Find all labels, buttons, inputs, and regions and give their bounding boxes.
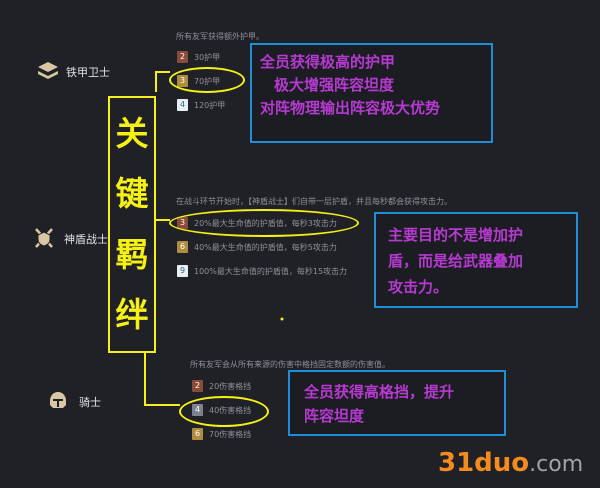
note-line: 盾，而是给武器叠加 <box>388 252 524 270</box>
tier-row: 6 40%最大生命值的护盾值，每秒5攻击力 <box>177 240 337 254</box>
crossed-swords-shield-icon <box>35 228 53 248</box>
watermark-main: 31duo <box>438 448 530 478</box>
label-char: 键 <box>115 174 149 214</box>
trait-description-shield: 在战斗环节开始时，【神盾战士】们自带一层护盾，并且每秒都会获得攻击力。 <box>176 197 452 206</box>
note-line: 对阵物理输出阵容极大优势 <box>260 99 441 117</box>
note-knight: 全员获得高格挡，提升 阵容坦度 <box>288 370 506 436</box>
tier-row: 2 20伤害格挡 <box>192 379 251 393</box>
tier-text: 100%最大生命值的护盾值，每秒15攻击力 <box>194 266 348 276</box>
note-shield: 主要目的不是增加护 盾，而是给武器叠加 攻击力。 <box>374 212 578 308</box>
tier-text: 40%最大生命值的护盾值，每秒5攻击力 <box>194 242 337 252</box>
note-line: 攻击力。 <box>388 278 449 296</box>
tier-badge: 9 <box>177 265 188 277</box>
note-line: 极大增强阵容坦度 <box>274 76 395 94</box>
trait-name-armor: 铁甲卫士 <box>66 66 110 79</box>
tier-badge: 2 <box>192 380 203 392</box>
note-line: 全员获得极高的护甲 <box>260 53 396 71</box>
armor-icon <box>38 62 58 79</box>
highlight-oval-knight <box>179 396 269 427</box>
note-line: 阵容坦度 <box>304 407 365 425</box>
trait-name-shield: 神盾战士 <box>64 233 108 246</box>
trait-description-armor: 所有友军获得额外护甲。 <box>176 32 264 41</box>
key-trait-label: 关 键 羁 绊 <box>108 96 156 353</box>
knight-helmet-icon <box>50 392 66 408</box>
tier-badge: 2 <box>177 51 188 63</box>
label-char: 羁 <box>115 234 149 274</box>
note-line: 全员获得高格挡，提升 <box>304 383 455 401</box>
highlight-oval-shield <box>169 209 359 237</box>
tier-badge: 4 <box>177 99 188 111</box>
tier-badge: 6 <box>192 428 203 440</box>
watermark-logo: 31duo.com <box>438 448 583 478</box>
tier-badge: 6 <box>177 241 188 253</box>
note-line: 主要目的不是增加护 <box>388 226 524 244</box>
tier-row: 6 70伤害格挡 <box>192 427 251 441</box>
tier-text: 20伤害格挡 <box>209 381 252 391</box>
trait-description-knight: 所有友军会从所有来源的伤害中格挡固定数额的伤害值。 <box>190 360 390 369</box>
watermark-suffix: .com <box>529 452 584 477</box>
label-char: 关 <box>115 114 149 154</box>
highlight-oval-armor <box>169 67 245 93</box>
tier-text: 70伤害格挡 <box>209 429 252 439</box>
tier-row: 9 100%最大生命值的护盾值，每秒15攻击力 <box>177 264 347 278</box>
tier-row: 2 30护甲 <box>177 50 220 64</box>
trait-name-knight: 骑士 <box>79 396 101 409</box>
note-armor: 全员获得极高的护甲 极大增强阵容坦度 对阵物理输出阵容极大优势 <box>250 43 493 143</box>
label-char: 绊 <box>115 294 149 334</box>
tier-text: 120护甲 <box>194 100 226 110</box>
tier-text: 30护甲 <box>194 52 221 62</box>
tier-row: 4 120护甲 <box>177 98 225 112</box>
